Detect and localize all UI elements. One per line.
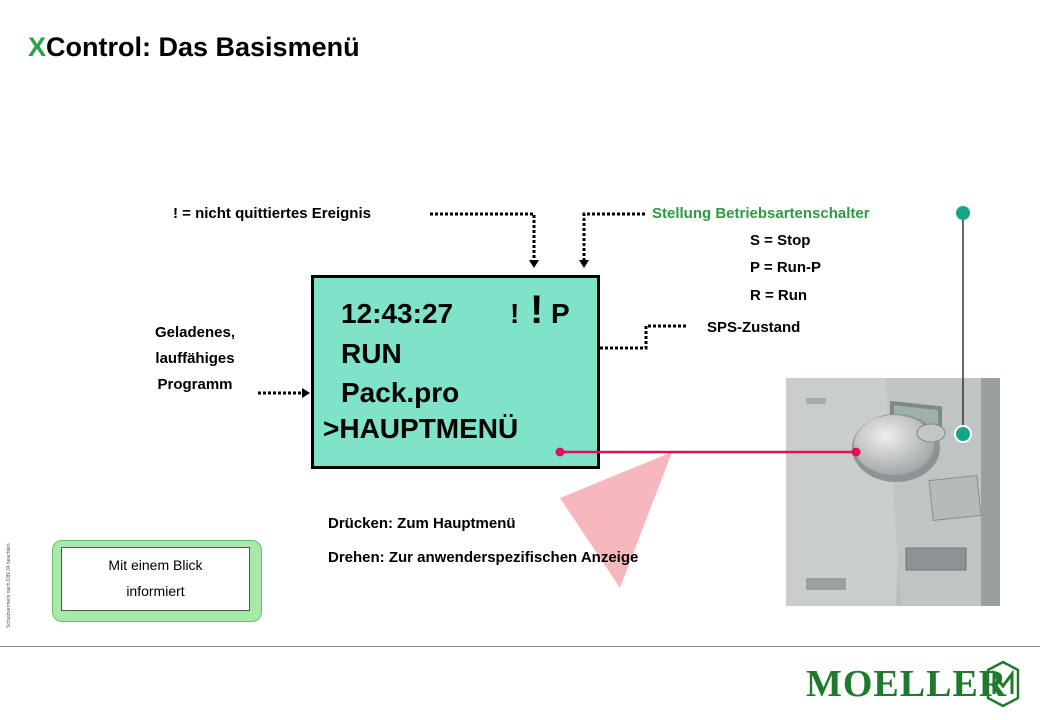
loaded-program-label: Geladenes, lauffähiges Programm xyxy=(154,324,236,393)
event-label: ! = nicht quittiertes Ereignis xyxy=(173,205,371,222)
event-arrow xyxy=(430,212,536,262)
switch-stop: S = Stop xyxy=(750,232,811,249)
copyright-note: Schutzvermerk nach DIN 34 beachten xyxy=(6,543,12,629)
pointer-wedge xyxy=(560,452,672,588)
lcd-time: 12:43:27 xyxy=(341,298,454,329)
menu-connector-end xyxy=(851,447,861,457)
lcd-event-mark-large: ! xyxy=(530,288,544,332)
lcd-mode: P xyxy=(551,298,570,329)
moeller-logo: MOELLER xyxy=(806,663,1008,705)
switch-marker-end xyxy=(954,425,972,443)
turn-description: Drehen: Zur anwenderspezifischen Anzeige xyxy=(328,549,639,566)
switch-run: R = Run xyxy=(750,287,808,304)
menu-connector-start xyxy=(555,447,565,457)
switch-marker-dot xyxy=(956,206,970,220)
info-box: Mit einem Blick informiert xyxy=(61,547,250,611)
switch-runp: P = Run-P xyxy=(750,259,821,276)
page-title: XControl: Das Basismenü xyxy=(28,32,360,62)
switch-title: Stellung Betriebsartenschalter xyxy=(652,205,870,222)
lcd-state: RUN xyxy=(341,338,402,369)
lcd-menu: >HAUPTMENÜ xyxy=(323,413,519,444)
sps-state-label: SPS-Zustand xyxy=(707,319,801,336)
lcd-program: Pack.pro xyxy=(341,377,460,408)
lcd-display: 12:43:27 ! ! P RUN Pack.pro >HAUPTMENÜ xyxy=(311,275,600,469)
footer-divider xyxy=(0,646,1040,647)
switch-arrow xyxy=(582,212,645,262)
press-description: Drücken: Zum Hauptmenü xyxy=(328,515,516,532)
moeller-emblem-icon xyxy=(986,660,1020,708)
lcd-event-mark: ! xyxy=(510,298,520,329)
